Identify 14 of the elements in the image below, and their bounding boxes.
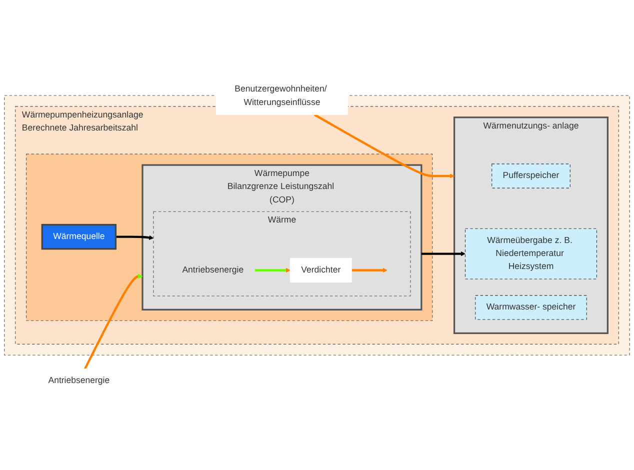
node-text: Antriebsenergie xyxy=(48,376,110,386)
node-box: Wärmequelle xyxy=(41,224,117,250)
node-box: Warmwasser- speicher xyxy=(475,294,587,320)
node-box: Verdichter xyxy=(290,258,352,282)
arrow xyxy=(84,274,143,370)
arrow xyxy=(421,251,466,256)
node-box: Wärmeübergabe z. B. Niedertemperatur Heizsystem xyxy=(464,228,597,280)
arrow xyxy=(116,235,154,240)
arrow xyxy=(352,268,388,272)
arrow xyxy=(254,268,290,272)
cluster xyxy=(26,154,433,321)
node-text: Antriebsenergie xyxy=(182,265,244,274)
node-box: Pufferspeicher xyxy=(492,164,570,188)
arrow xyxy=(314,114,454,178)
